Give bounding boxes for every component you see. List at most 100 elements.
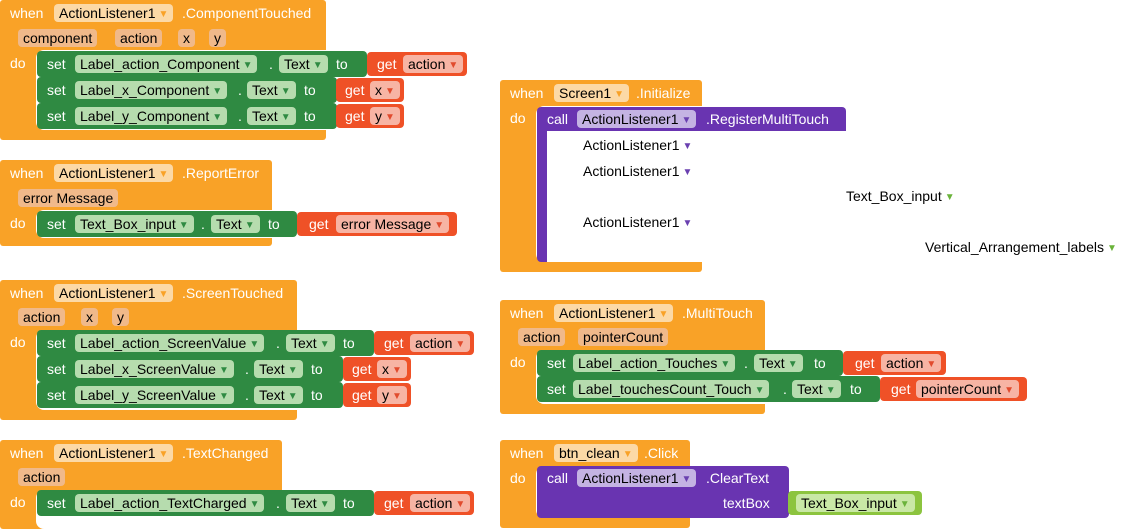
set-block[interactable]: set Text_Box_input▼ . Text▼ to — [37, 211, 297, 237]
arg-component[interactable]: ActionListener1▼ — [583, 163, 693, 179]
get-block[interactable]: get pointerCount▼ — [880, 377, 1027, 401]
variable-dropdown[interactable]: action▼ — [410, 494, 471, 512]
property-dropdown[interactable]: Text▼ — [254, 386, 303, 404]
component-dropdown[interactable]: ActionListener1▼ — [577, 110, 697, 128]
set-block[interactable]: set Label_action_TextCharged▼ . Text▼ to — [37, 490, 374, 516]
component-dropdown[interactable]: Label_y_ScreenValue▼ — [75, 386, 234, 404]
get-block[interactable]: get action▼ — [374, 331, 474, 355]
variable-dropdown[interactable]: y▼ — [370, 107, 400, 125]
set-block[interactable]: set Label_x_Component▼ . Text▼ to — [37, 77, 337, 103]
property-dropdown[interactable]: Text▼ — [247, 107, 296, 125]
get-label: get — [855, 355, 875, 371]
component-dropdown[interactable]: Label_x_ScreenValue▼ — [75, 360, 234, 378]
arg-component[interactable]: ActionListener1▼ — [583, 137, 693, 153]
chevron-down-icon: ▼ — [158, 289, 169, 300]
component-dropdown[interactable]: ActionListener1▼ — [577, 469, 697, 487]
property-dropdown[interactable]: Text▼ — [279, 55, 328, 73]
param-action[interactable]: action — [518, 328, 566, 346]
property-dropdown[interactable]: Text▼ — [254, 360, 303, 378]
param-action[interactable]: action — [18, 468, 66, 486]
component-dropdown[interactable]: ActionListener1▼ — [54, 164, 174, 182]
set-block[interactable]: set Label_y_Component▼ . Text▼ to — [37, 103, 337, 129]
variable-dropdown[interactable]: y▼ — [377, 386, 407, 404]
component-dropdown[interactable]: ActionListener1▼ — [54, 4, 174, 22]
get-block[interactable]: get x▼ — [336, 78, 404, 102]
dot: . — [783, 381, 787, 397]
component-dropdown[interactable]: Text_Box_input▼ — [796, 494, 915, 512]
call-block[interactable]: call ActionListener1▼ .ClearText textBox — [537, 466, 789, 518]
set-block[interactable]: set Label_action_Touches▼ . Text▼ to — [537, 350, 843, 376]
component-dropdown[interactable]: ActionListener1▼ — [54, 284, 174, 302]
param-action[interactable]: action — [18, 308, 66, 326]
param-component[interactable]: component — [18, 29, 98, 47]
event-name: .ReportError — [182, 165, 260, 181]
arg-text-box[interactable]: Text_Box_input▼ — [846, 188, 955, 204]
variable-dropdown[interactable]: pointerCount▼ — [916, 380, 1020, 398]
set-label: set — [47, 108, 66, 124]
get-block[interactable]: get action▼ — [374, 491, 474, 515]
to-label: to — [343, 495, 355, 511]
to-label: to — [311, 387, 323, 403]
get-block[interactable]: get y▼ — [343, 383, 411, 407]
set-label: set — [47, 387, 66, 403]
get-block[interactable]: get y▼ — [336, 104, 404, 128]
param-x[interactable]: x — [81, 308, 98, 326]
component-dropdown[interactable]: Label_action_Touches▼ — [573, 354, 736, 372]
set-block[interactable]: set Label_action_ScreenValue▼ . Text▼ to — [37, 330, 374, 356]
set-block[interactable]: set Label_action_Component▼ . Text▼ to — [37, 51, 367, 77]
component-dropdown[interactable]: Label_x_Component▼ — [75, 81, 228, 99]
component-dropdown[interactable]: Label_action_Component▼ — [75, 55, 258, 73]
chevron-down-icon: ▼ — [455, 499, 466, 510]
property-dropdown[interactable]: Text▼ — [754, 354, 803, 372]
get-label: get — [384, 495, 404, 511]
param-y[interactable]: y — [209, 29, 226, 47]
component-dropdown[interactable]: Label_y_Component▼ — [75, 107, 228, 125]
chevron-down-icon: ▼ — [249, 339, 260, 350]
set-block[interactable]: set Label_y_ScreenValue▼ . Text▼ to — [37, 382, 343, 408]
property-dropdown[interactable]: Text▼ — [286, 334, 335, 352]
component-block[interactable]: Text_Box_input▼ — [788, 491, 922, 515]
get-block[interactable]: get error Message▼ — [297, 212, 457, 236]
chevron-down-icon: ▼ — [392, 391, 402, 402]
component-dropdown[interactable]: ActionListener1▼ — [54, 444, 174, 462]
get-block[interactable]: get x▼ — [343, 357, 411, 381]
property-dropdown[interactable]: Text▼ — [247, 81, 296, 99]
component-dropdown[interactable]: ActionListener1▼ — [554, 304, 674, 322]
component-dropdown[interactable]: Text_Box_input▼ — [75, 215, 194, 233]
variable-dropdown[interactable]: action▼ — [403, 55, 464, 73]
component-dropdown[interactable]: btn_clean▼ — [554, 444, 638, 462]
property-dropdown[interactable]: Text▼ — [286, 494, 335, 512]
component-dropdown[interactable]: Label_action_TextCharged▼ — [75, 494, 265, 512]
component-dropdown[interactable]: Label_touchesCount_Touch▼ — [573, 380, 770, 398]
variable-dropdown[interactable]: x▼ — [377, 360, 407, 378]
chevron-down-icon: ▼ — [385, 112, 395, 123]
get-block[interactable]: get action▼ — [843, 351, 946, 375]
variable-dropdown[interactable]: x▼ — [370, 81, 400, 99]
property-dropdown[interactable]: Text▼ — [792, 380, 841, 398]
arg-component[interactable]: ActionListener1▼ — [583, 214, 693, 230]
get-block[interactable]: get action▼ — [367, 52, 467, 76]
property-dropdown[interactable]: Text▼ — [211, 215, 260, 233]
arg-arrangement[interactable]: Vertical_Arrangement_labels▼ — [925, 239, 1117, 255]
chevron-down-icon: ▼ — [319, 499, 330, 510]
event-name: .ScreenTouched — [182, 285, 284, 301]
when-label: when — [10, 445, 44, 461]
param-action[interactable]: action — [115, 29, 163, 47]
param-x[interactable]: x — [178, 29, 195, 47]
component-dropdown[interactable]: Screen1▼ — [554, 84, 630, 102]
param-pointer-count[interactable]: pointerCount — [578, 328, 669, 346]
set-label: set — [47, 361, 66, 377]
chevron-down-icon: ▼ — [754, 385, 765, 396]
param-y[interactable]: y — [112, 308, 129, 326]
dot: . — [238, 82, 242, 98]
chevron-down-icon: ▼ — [287, 391, 298, 402]
set-block[interactable]: set Label_touchesCount_Touch▼ . Text▼ to — [537, 376, 880, 402]
call-block[interactable]: call ActionListener1▼ .RegisterMultiTouc… — [537, 107, 846, 131]
param-error-message[interactable]: error Message — [18, 189, 119, 207]
event-block-screen-initialize[interactable]: when Screen1▼ .Initialize do — [500, 80, 702, 272]
variable-dropdown[interactable]: action▼ — [410, 334, 471, 352]
variable-dropdown[interactable]: error Message▼ — [336, 215, 450, 233]
set-block[interactable]: set Label_x_ScreenValue▼ . Text▼ to — [37, 356, 343, 382]
component-dropdown[interactable]: Label_action_ScreenValue▼ — [75, 334, 265, 352]
variable-dropdown[interactable]: action▼ — [881, 354, 942, 372]
